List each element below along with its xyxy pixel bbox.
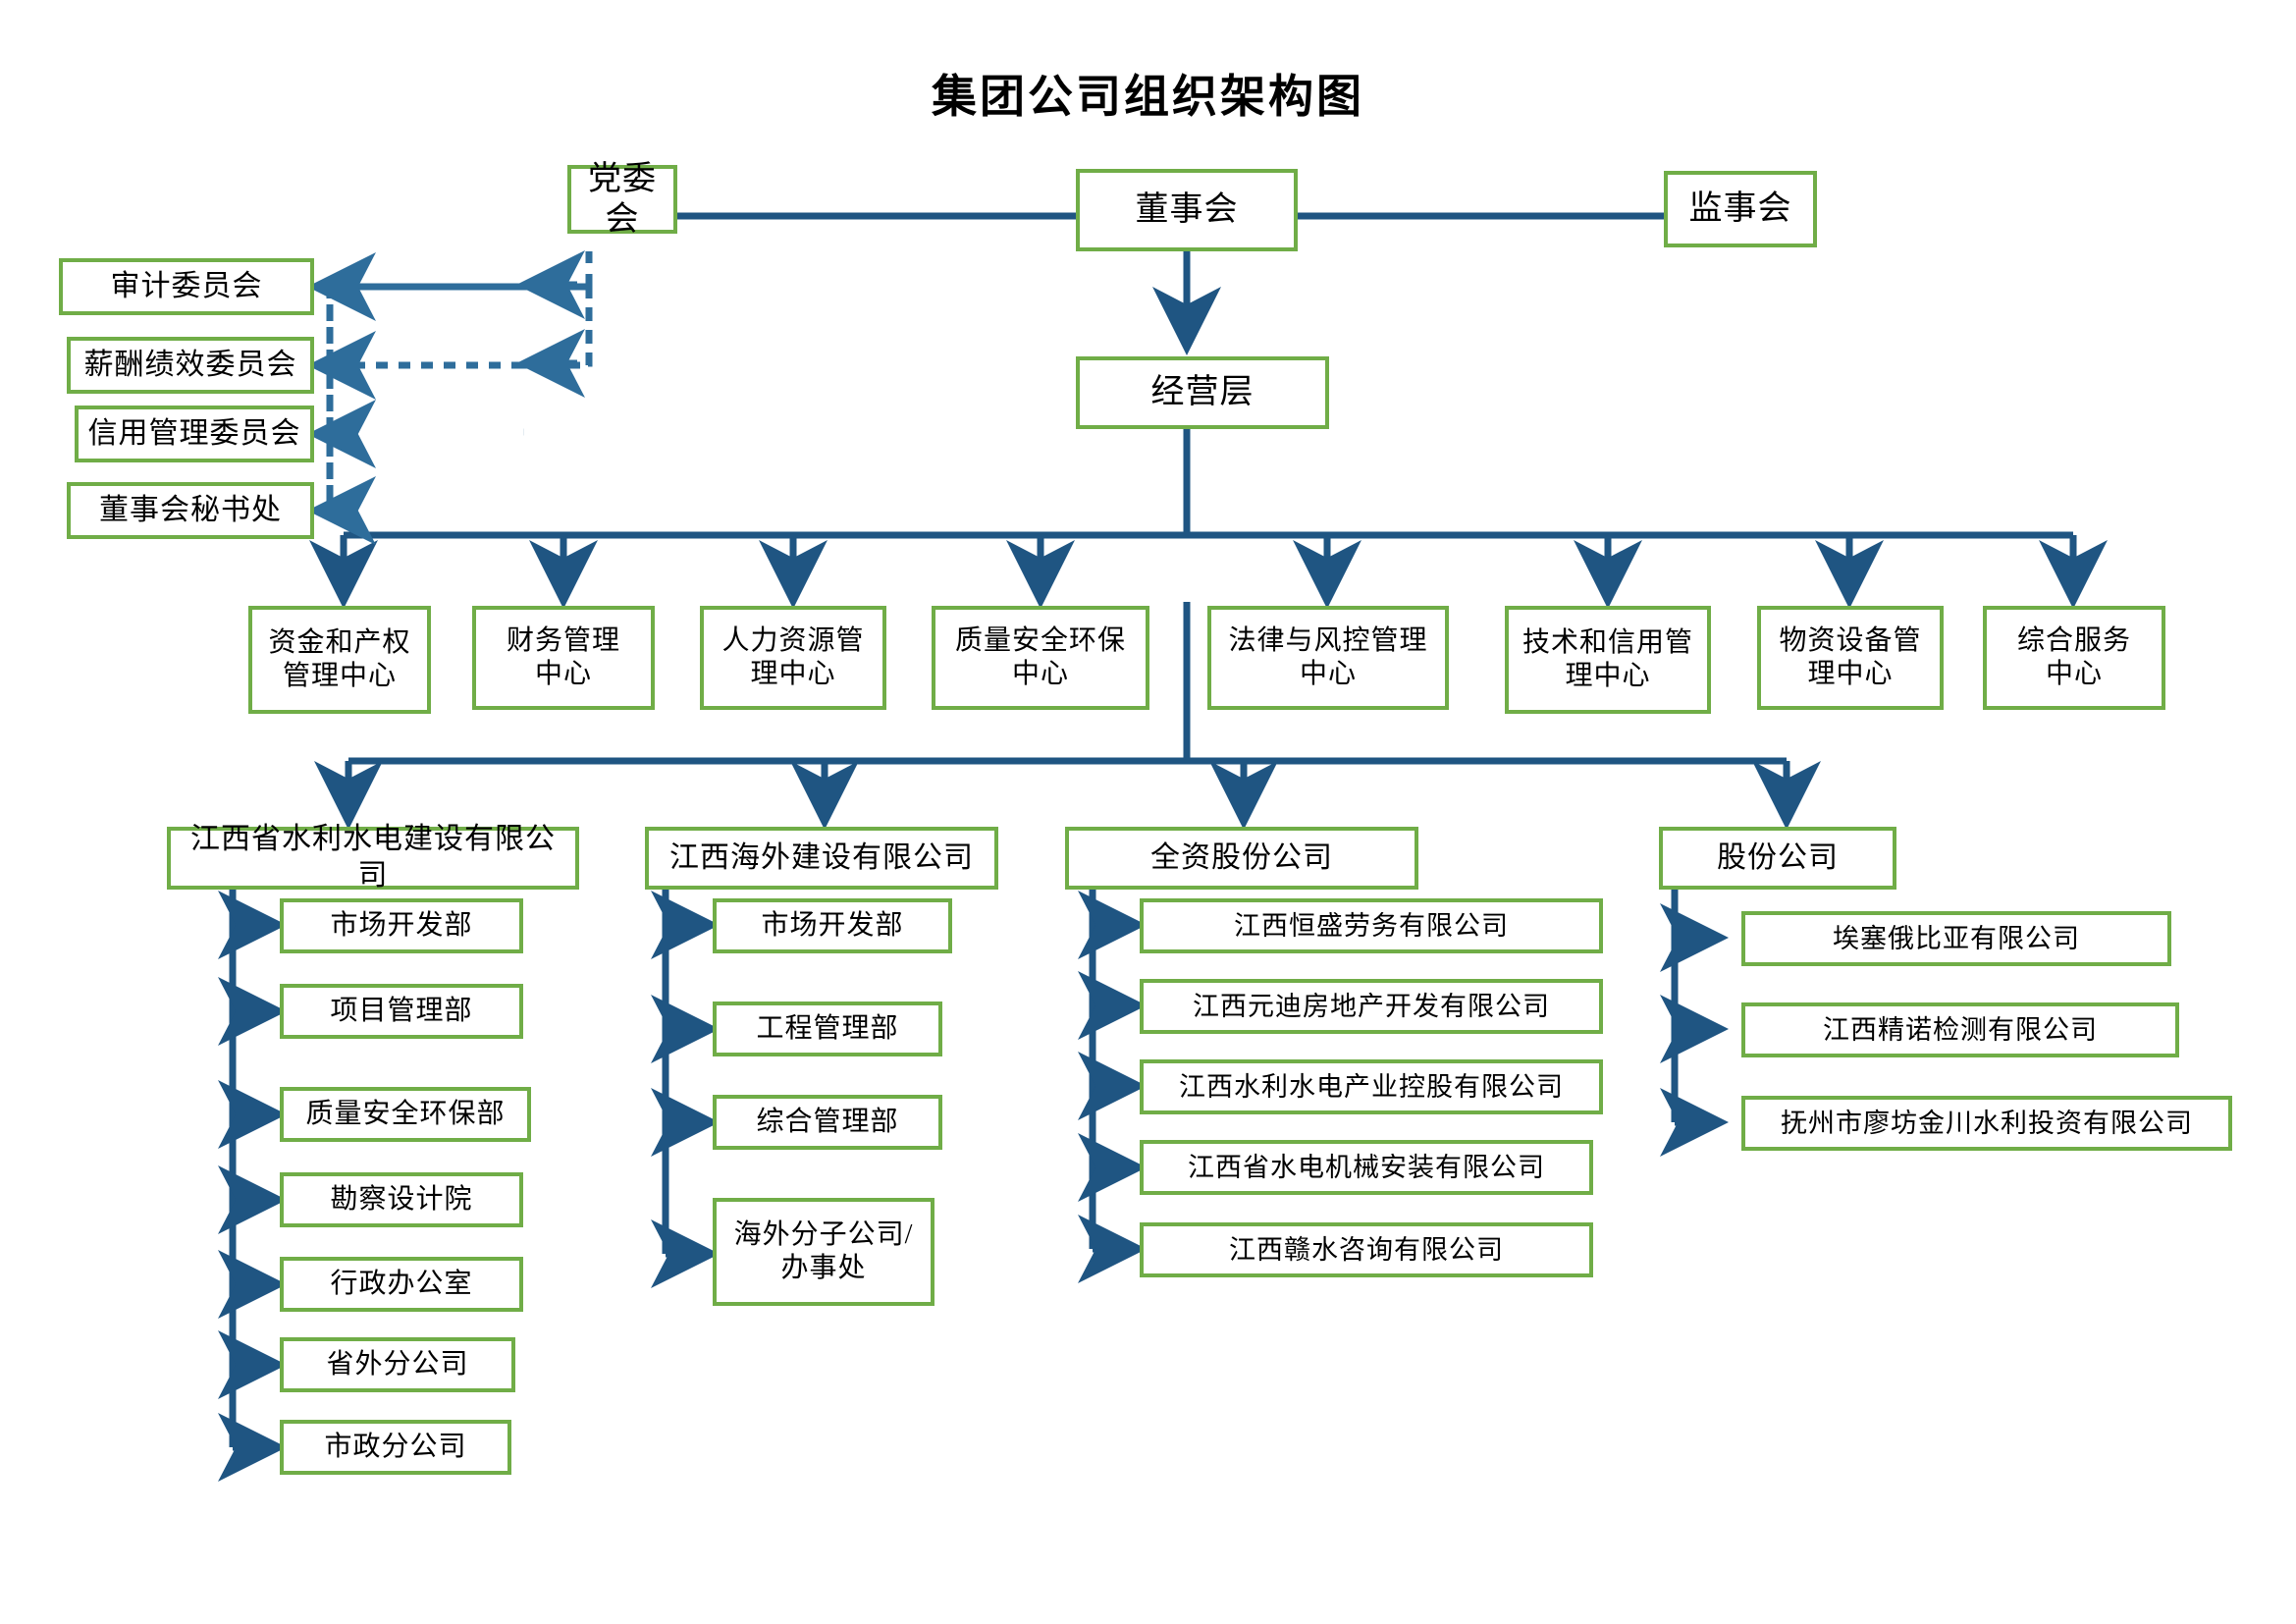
node-credit-management-committee[interactable]: 信用管理委员会 xyxy=(75,406,314,462)
node-subsidiary-2[interactable]: 江西海外建设有限公司 xyxy=(645,827,998,890)
node-center-4[interactable]: 质量安全环保 中心 xyxy=(932,606,1149,710)
node-sub2-child-4[interactable]: 海外分子公司/ 办事处 xyxy=(713,1198,934,1306)
node-sub4-child-2[interactable]: 江西精诺检测有限公司 xyxy=(1741,1002,2179,1057)
node-subsidiary-4[interactable]: 股份公司 xyxy=(1659,827,1896,890)
node-subsidiary-1[interactable]: 江西省水利水电建设有限公司 xyxy=(167,823,579,892)
node-sub2-child-3[interactable]: 综合管理部 xyxy=(713,1095,942,1150)
node-center-6[interactable]: 技术和信用管 理中心 xyxy=(1505,606,1711,714)
node-center-3[interactable]: 人力资源管 理中心 xyxy=(700,606,886,710)
node-sub1-child-3[interactable]: 质量安全环保部 xyxy=(280,1087,531,1142)
node-sub4-child-1[interactable]: 埃塞俄比亚有限公司 xyxy=(1741,911,2171,966)
node-sub3-child-1[interactable]: 江西恒盛劳务有限公司 xyxy=(1140,898,1603,953)
node-compensation-committee[interactable]: 薪酬绩效委员会 xyxy=(67,337,314,394)
node-sub3-child-4[interactable]: 江西省水电机械安装有限公司 xyxy=(1140,1140,1593,1195)
node-center-8[interactable]: 综合服务 中心 xyxy=(1983,606,2165,710)
node-sub1-child-6[interactable]: 省外分公司 xyxy=(280,1337,515,1392)
node-center-2[interactable]: 财务管理 中心 xyxy=(472,606,655,710)
node-subsidiary-3[interactable]: 全资股份公司 xyxy=(1065,827,1418,890)
node-sub4-child-3[interactable]: 抚州市廖坊金川水利投资有限公司 xyxy=(1741,1096,2232,1151)
node-sub2-child-1[interactable]: 市场开发部 xyxy=(713,898,952,953)
page-title: 集团公司组织架构图 xyxy=(932,72,1364,122)
node-board-secretariat[interactable]: 董事会秘书处 xyxy=(67,482,314,539)
node-sub1-child-2[interactable]: 项目管理部 xyxy=(280,984,523,1039)
node-sub1-child-5[interactable]: 行政办公室 xyxy=(280,1257,523,1312)
node-management-layer[interactable]: 经营层 xyxy=(1076,356,1329,429)
node-audit-committee[interactable]: 审计委员会 xyxy=(59,258,314,315)
node-center-5[interactable]: 法律与风控管理 中心 xyxy=(1207,606,1449,710)
node-sub3-child-3[interactable]: 江西水利水电产业控股有限公司 xyxy=(1140,1059,1603,1114)
node-board-of-supervisors[interactable]: 监事会 xyxy=(1664,171,1817,247)
node-sub3-child-5[interactable]: 江西赣水咨询有限公司 xyxy=(1140,1222,1593,1277)
node-center-1[interactable]: 资金和产权 管理中心 xyxy=(248,606,431,714)
node-sub2-child-2[interactable]: 工程管理部 xyxy=(713,1001,942,1056)
node-sub1-child-1[interactable]: 市场开发部 xyxy=(280,898,523,953)
node-sub1-child-7[interactable]: 市政分公司 xyxy=(280,1420,511,1475)
node-board-of-directors[interactable]: 董事会 xyxy=(1076,169,1298,251)
node-sub1-child-4[interactable]: 勘察设计院 xyxy=(280,1172,523,1227)
node-party-committee[interactable]: 党委会 xyxy=(567,161,677,238)
node-sub3-child-2[interactable]: 江西元迪房地产开发有限公司 xyxy=(1140,979,1603,1034)
node-center-7[interactable]: 物资设备管 理中心 xyxy=(1757,606,1944,710)
